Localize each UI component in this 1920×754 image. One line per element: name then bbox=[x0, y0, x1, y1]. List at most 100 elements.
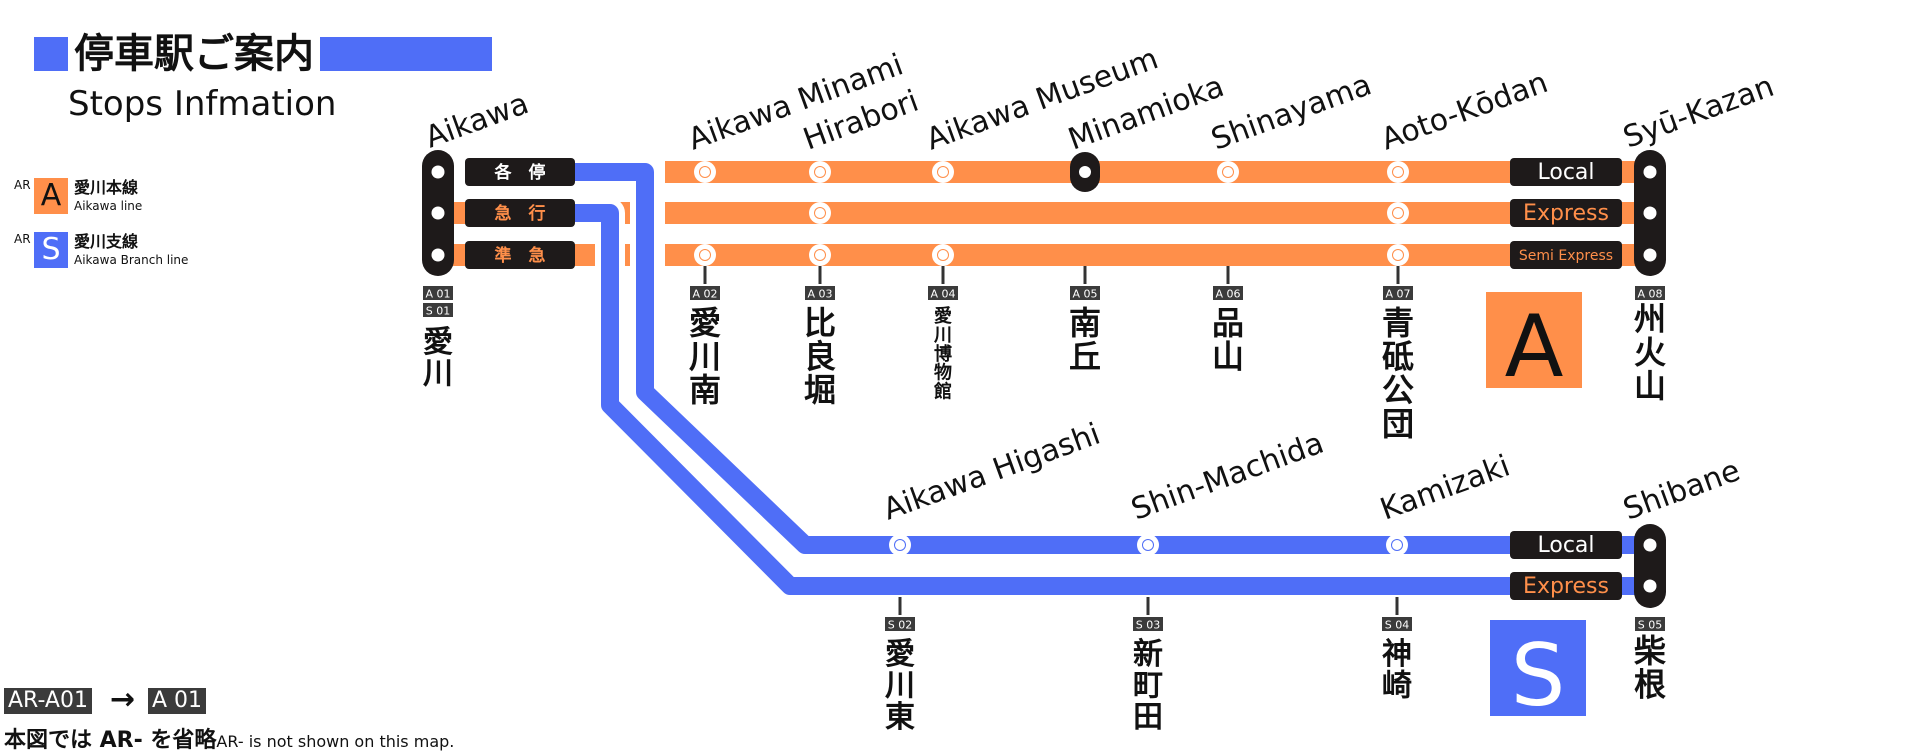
station-name-ja-char: 堀 bbox=[804, 371, 836, 409]
stop-dot bbox=[1079, 166, 1091, 178]
branch-terminal-name-ja-char: 根 bbox=[1634, 666, 1666, 704]
origin-station-name-ja-char: 川 bbox=[423, 357, 453, 392]
station-name-ja-char: 川 bbox=[933, 325, 952, 346]
station-name-ja: 愛川東 bbox=[885, 637, 915, 735]
origin-stop-dot bbox=[431, 165, 445, 179]
page-subtitle: Stops Infmation bbox=[68, 84, 337, 124]
terminal-stop-dot bbox=[1643, 538, 1657, 552]
service-label-ja: 準 急 bbox=[495, 245, 546, 266]
stop-dot bbox=[1393, 167, 1403, 177]
stop-dot bbox=[700, 167, 710, 177]
service-label-ja: 急 行 bbox=[495, 203, 546, 224]
station-code: S 02 bbox=[888, 619, 912, 632]
station-name-ja: 品山 bbox=[1212, 304, 1244, 376]
station-code: S 04 bbox=[1385, 619, 1409, 632]
service-label-en: Semi Express bbox=[1519, 248, 1613, 264]
service-label-en: Express bbox=[1523, 201, 1609, 226]
station-code-box bbox=[928, 286, 958, 300]
station-name-ja-char: 川 bbox=[689, 338, 721, 376]
branch-terminal-capsule bbox=[1634, 524, 1666, 608]
stop-dot bbox=[1223, 167, 1233, 177]
branch-terminal-name-ja-char: 柴 bbox=[1634, 632, 1666, 670]
station-name-ja-char: 崎 bbox=[1382, 669, 1412, 704]
station-name-ja-char: 南 bbox=[689, 371, 721, 409]
legend-label-ja: 愛川支線 bbox=[74, 232, 139, 251]
terminal-stop-dot bbox=[1643, 579, 1657, 593]
station-code: A 03 bbox=[807, 288, 832, 301]
station-tick bbox=[818, 266, 822, 284]
service-label-box bbox=[1510, 158, 1622, 186]
legend-badge-s: S bbox=[34, 232, 68, 268]
station-code: A 07 bbox=[1385, 288, 1410, 301]
legend-label-en: Aikawa line bbox=[74, 199, 143, 213]
stop-dot bbox=[938, 250, 948, 260]
legend-branch-line: AR S 愛川支線 Aikawa Branch line bbox=[14, 232, 188, 268]
terminal-stop-dot bbox=[1643, 206, 1657, 220]
terminal-code: A 08 bbox=[1637, 288, 1662, 301]
station-tick bbox=[1396, 266, 1400, 284]
station-code: A 05 bbox=[1072, 288, 1097, 301]
service-label-box bbox=[465, 199, 575, 227]
station-name-ja-char: 館 bbox=[934, 381, 952, 403]
stop-dot bbox=[815, 167, 825, 177]
origin-code-s-box bbox=[423, 303, 453, 317]
branch-terminal-name-ja: 柴根 bbox=[1634, 632, 1666, 704]
stop-dot bbox=[895, 540, 905, 550]
station-name-ja: 愛川南 bbox=[689, 304, 721, 409]
terminal-stop-dot bbox=[1643, 165, 1657, 179]
station-name-ja: 新町田 bbox=[1133, 637, 1163, 735]
station-code: A 06 bbox=[1215, 288, 1240, 301]
station-code-box bbox=[1382, 617, 1412, 631]
station-name-ja-char: 物 bbox=[934, 362, 952, 384]
footer-note: 本図では AR- を省略AR- is not shown on this map… bbox=[4, 722, 454, 754]
station-name-ja-char: 博 bbox=[934, 343, 952, 365]
station-code-box bbox=[805, 286, 835, 300]
stop-dot bbox=[938, 167, 948, 177]
station-name-en: Aoto-Kōdan bbox=[1377, 65, 1553, 158]
terminal-code-box bbox=[1635, 286, 1665, 300]
station-name-ja-char: 愛 bbox=[689, 304, 721, 342]
station-tick bbox=[1146, 597, 1150, 615]
station-tick bbox=[898, 597, 902, 615]
line-badge-a bbox=[1486, 292, 1582, 388]
line-badge-s-letter: S bbox=[1511, 626, 1566, 726]
station-name-ja-char: 団 bbox=[1382, 405, 1414, 443]
footer-full-code: AR-A01 bbox=[4, 688, 92, 714]
station-name-ja: 神崎 bbox=[1382, 637, 1412, 704]
station-name-ja-char: 神 bbox=[1382, 637, 1412, 672]
service-label-box bbox=[1510, 241, 1622, 269]
footer-note-en: AR- is not shown on this map. bbox=[216, 732, 455, 751]
station-name-ja-char: 公 bbox=[1382, 371, 1414, 409]
station-name-ja-char: 比 bbox=[804, 304, 836, 342]
station-tick bbox=[1226, 266, 1230, 284]
station-code: A 04 bbox=[930, 288, 955, 301]
footer-arrow-icon: → bbox=[110, 682, 136, 717]
origin-code-a-box bbox=[423, 286, 453, 300]
station-code-box bbox=[885, 617, 915, 631]
stop-dot bbox=[1393, 208, 1403, 218]
legend-main-line: AR A 愛川本線 Aikawa line bbox=[14, 178, 142, 214]
service-label-box bbox=[1510, 572, 1622, 600]
station-name-ja-char: 東 bbox=[885, 700, 915, 735]
station-name-en: Shinayama bbox=[1207, 67, 1376, 157]
station-tick bbox=[1083, 266, 1087, 284]
stop-dot bbox=[1392, 540, 1402, 550]
service-label-en: Local bbox=[1537, 533, 1594, 558]
station-name-en: Aikawa Museum bbox=[922, 41, 1163, 157]
title-bar-right bbox=[320, 37, 492, 71]
terminal-stop-dot bbox=[1643, 248, 1657, 262]
station-name-ja: 南丘 bbox=[1069, 304, 1101, 376]
legend-prefix: AR bbox=[14, 232, 31, 246]
footer-note-ja: 本図では AR- を省略 bbox=[4, 728, 217, 753]
station-name-en: Aikawa Higashi bbox=[879, 417, 1105, 528]
line-badge-a-letter: A bbox=[1505, 297, 1564, 397]
stop-dot bbox=[1393, 250, 1403, 260]
station-name-ja-char: 青 bbox=[1382, 304, 1414, 342]
service-label-box bbox=[1510, 531, 1622, 559]
branch-terminal-code-box bbox=[1635, 617, 1665, 631]
station-name-ja-char: 川 bbox=[885, 669, 915, 704]
service-label-en: Local bbox=[1537, 160, 1594, 185]
origin-stop-dot bbox=[431, 206, 445, 220]
station-code-box bbox=[1070, 286, 1100, 300]
